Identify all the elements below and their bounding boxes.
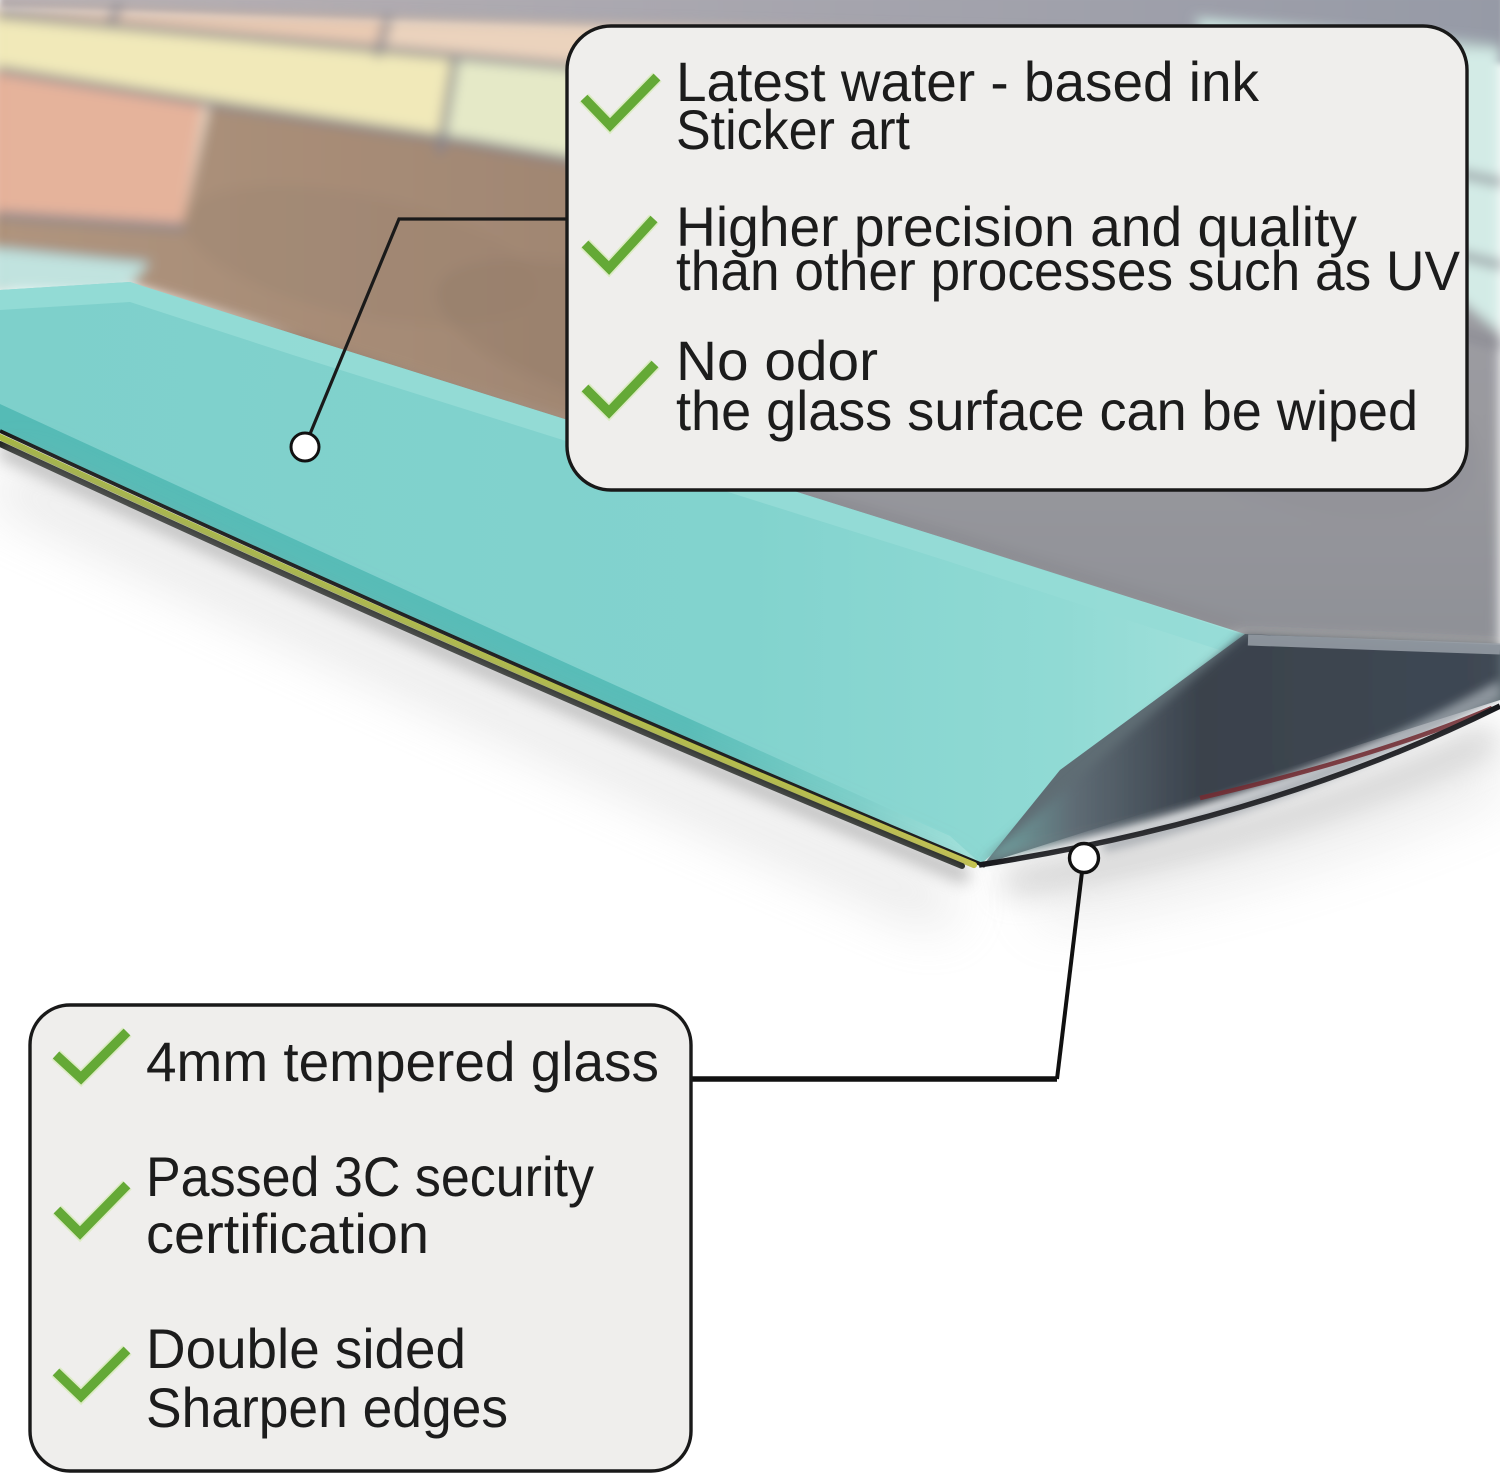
svg-text:Double sided: Double sided — [146, 1317, 466, 1380]
svg-text:Higher precision and quality: Higher precision and quality — [676, 195, 1357, 258]
svg-text:4mm tempered glass: 4mm tempered glass — [146, 1030, 659, 1093]
svg-text:certification: certification — [146, 1202, 429, 1265]
svg-text:Sticker art: Sticker art — [676, 98, 910, 161]
svg-text:Passed 3C security: Passed 3C security — [146, 1145, 594, 1208]
svg-text:than other processes such as U: than other processes such as UV — [676, 239, 1461, 302]
svg-text:Sharpen edges: Sharpen edges — [146, 1376, 508, 1439]
svg-text:the glass surface can be wiped: the glass surface can be wiped — [676, 379, 1418, 442]
svg-text:No odor: No odor — [676, 329, 878, 392]
svg-text:Latest water - based ink: Latest water - based ink — [676, 50, 1260, 113]
